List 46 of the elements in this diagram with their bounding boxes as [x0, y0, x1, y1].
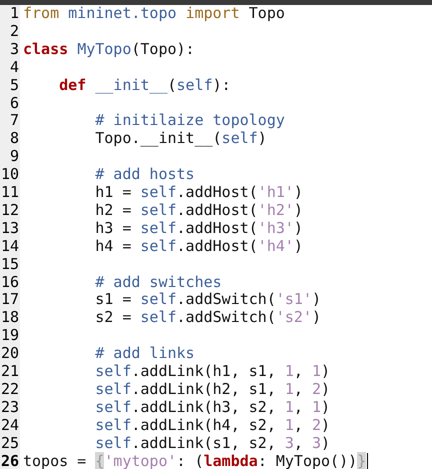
code-line: h3 = self.addHost('h3')	[95, 218, 303, 237]
line-number: 16	[0, 272, 19, 290]
line-number: 15	[0, 254, 19, 273]
line-number: 22	[0, 380, 19, 398]
line-number: 18	[0, 308, 19, 326]
line-number: 14	[0, 236, 19, 255]
line-number: 6	[8, 94, 19, 112]
line-number: 8	[8, 129, 19, 148]
line-number: 21	[0, 362, 19, 380]
line-number: 1	[8, 4, 19, 22]
code-line: self.addLink(h3, s2, 1, 1)	[95, 398, 330, 416]
code-line: self.addLink(h2, s1, 1, 2)	[95, 380, 330, 398]
code-line: s1 = self.addSwitch('s1')	[95, 290, 322, 308]
code-line: h1 = self.addHost('h1')	[95, 183, 303, 201]
line-number: 11	[0, 183, 19, 201]
code-line: self.addLink(h1, s1, 1, 1)	[95, 362, 330, 380]
line-number: 4	[8, 58, 19, 76]
code-line: Topo.__init__(self)	[95, 129, 267, 148]
code-line: # add switches	[95, 272, 222, 290]
line-number: 3	[8, 40, 19, 58]
code-line: self.addLink(s1, s2, 3, 3)	[95, 434, 330, 452]
line-number: 17	[0, 290, 19, 308]
line-number: 20	[0, 344, 19, 362]
line-number: 24	[0, 416, 19, 434]
code-line: topos = {'mytopo': (lambda: MyTopo())}	[23, 452, 366, 469]
line-number: 12	[0, 200, 19, 219]
line-number: 7	[8, 111, 19, 130]
line-number: 25	[0, 434, 19, 452]
code-line: from mininet.topo import Topo	[23, 4, 285, 22]
line-number: 9	[8, 147, 19, 166]
line-number: 23	[0, 398, 19, 416]
code-line: # add hosts	[95, 165, 195, 184]
code-line: class MyTopo(Topo):	[23, 40, 195, 58]
code-line: s2 = self.addSwitch('s2')	[95, 308, 322, 326]
line-number: 19	[0, 326, 19, 344]
code-line: h4 = self.addHost('h4')	[95, 236, 303, 255]
code-line: def __init__(self):	[59, 76, 231, 94]
line-number: 13	[0, 218, 19, 237]
code-line: h2 = self.addHost('h2')	[95, 200, 303, 219]
line-number: 10	[0, 165, 19, 184]
line-number: 5	[8, 76, 19, 94]
code-line: # add links	[95, 344, 195, 362]
code-line: # initilaize topology	[95, 111, 285, 130]
code-line: self.addLink(h4, s2, 1, 2)	[95, 416, 330, 434]
line-number: 2	[8, 22, 19, 40]
line-number: 26	[0, 452, 19, 469]
